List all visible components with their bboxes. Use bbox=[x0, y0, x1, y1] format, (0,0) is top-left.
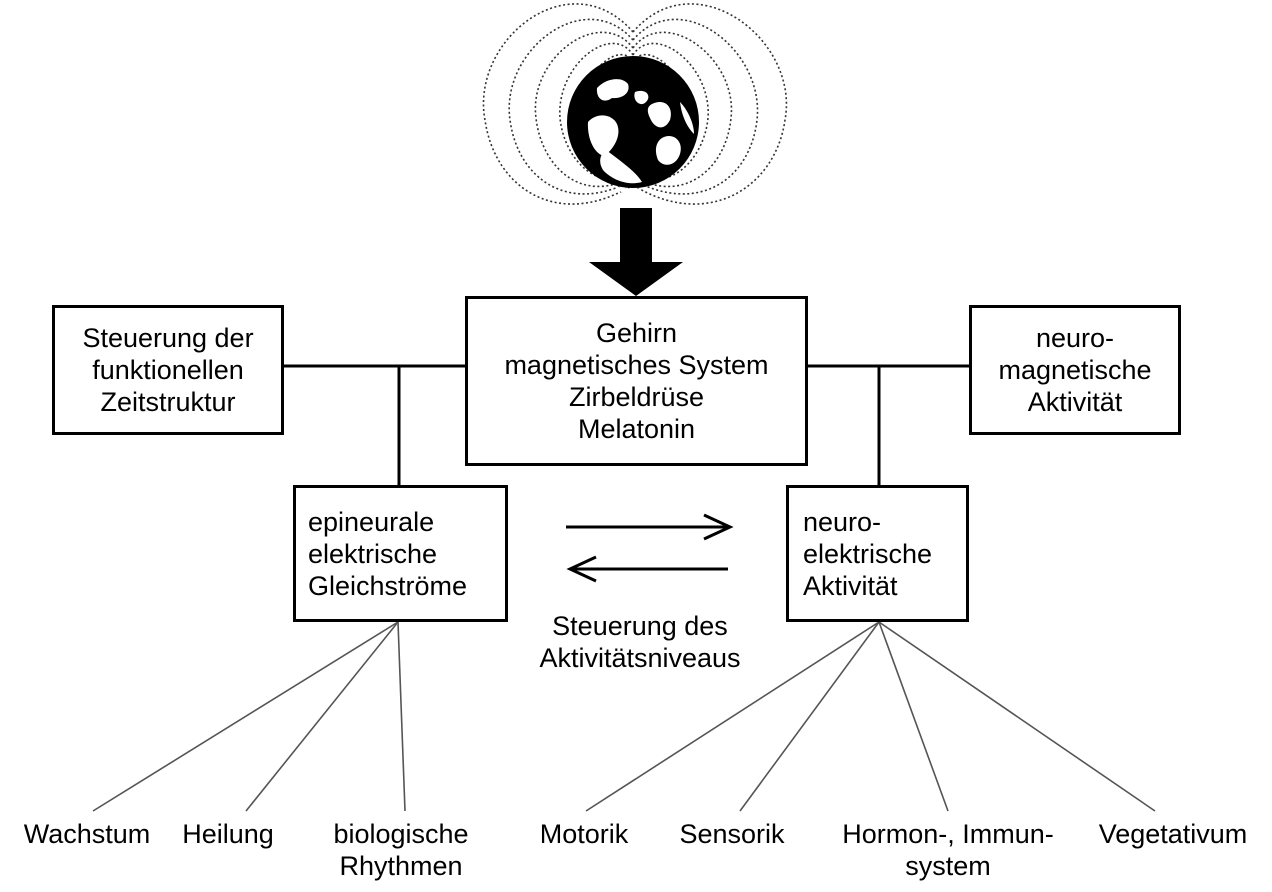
output-vegetative: Vegetativum bbox=[1098, 819, 1248, 849]
time-control-line-1: Steuerung der bbox=[82, 323, 254, 353]
earth-globe-icon bbox=[567, 56, 699, 196]
neuromagnetic-line-2: magnetische bbox=[998, 355, 1152, 385]
rhythms-line-2: Rhythmen bbox=[339, 851, 463, 881]
output-sensory: Sensorik bbox=[679, 819, 785, 849]
output-hormone-immune: Hormon-, Immun- system bbox=[818, 818, 1078, 882]
output-motor: Motorik bbox=[539, 819, 629, 849]
neuroelectric-line-2: elektrische bbox=[803, 538, 933, 569]
epineural-line-3: Gleichströme bbox=[308, 570, 468, 601]
down-arrow-icon bbox=[589, 208, 683, 296]
hormone-immune-line-2: system bbox=[905, 851, 991, 881]
brain-line-4: Melatonin bbox=[577, 414, 696, 444]
activity-level-label: Steuerung des Aktivitätsniveaus bbox=[500, 610, 780, 674]
brain-line-3: Zirbeldrüse bbox=[568, 382, 705, 412]
neuroelectric-line-1: neuro- bbox=[803, 506, 882, 537]
time-control-box: Steuerung der funktionellen Zeitstruktur bbox=[52, 305, 284, 435]
connector-lines bbox=[283, 364, 970, 486]
output-growth: Wachstum bbox=[23, 819, 151, 849]
activity-label-line-2: Aktivitätsniveaus bbox=[539, 643, 741, 673]
epineural-line-1: epineurale bbox=[308, 506, 435, 537]
output-rhythms: biologische Rhythmen bbox=[306, 818, 496, 882]
output-healing: Heilung bbox=[182, 819, 274, 849]
epineural-line-2: elektrische bbox=[308, 538, 438, 569]
epineural-box: epineurale elektrische Gleichströme bbox=[293, 485, 508, 622]
brain-box: Gehirn magnetisches System Zirbeldrüse M… bbox=[465, 296, 808, 466]
brain-line-1: Gehirn bbox=[595, 318, 678, 348]
hormone-immune-line-1: Hormon-, Immun- bbox=[842, 819, 1054, 849]
activity-label-line-1: Steuerung des bbox=[552, 611, 728, 641]
exchange-arrows bbox=[566, 513, 734, 583]
neuroelectric-box: neuro- elektrische Aktivität bbox=[786, 485, 969, 622]
neuromagnetic-box: neuro- magnetische Aktivität bbox=[969, 305, 1181, 435]
time-control-line-2: funktionellen bbox=[92, 355, 244, 385]
brain-line-2: magnetisches System bbox=[504, 350, 769, 380]
neuromagnetic-line-3: Aktivität bbox=[1027, 387, 1123, 417]
neuromagnetic-line-1: neuro- bbox=[1035, 323, 1115, 353]
rhythms-line-1: biologische bbox=[333, 819, 469, 849]
output-lines bbox=[92, 621, 1156, 812]
neuroelectric-line-3: Aktivität bbox=[803, 570, 898, 601]
time-control-line-3: Zeitstruktur bbox=[100, 387, 236, 417]
